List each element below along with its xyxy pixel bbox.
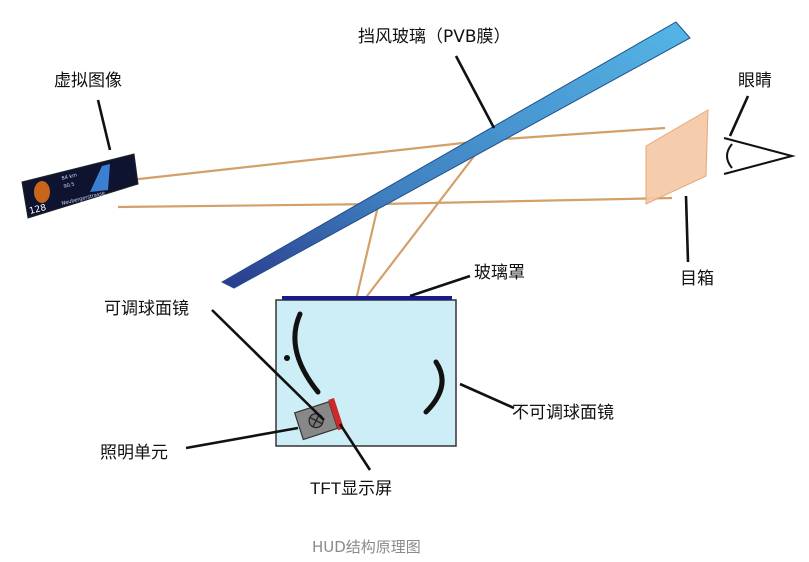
virtual-image-line1: 84 km bbox=[61, 172, 78, 182]
leader-fixed-mirror bbox=[459, 382, 515, 410]
fixed-mirror bbox=[423, 359, 445, 415]
label-windshield: 挡风玻璃（PVB膜） bbox=[358, 27, 511, 47]
label-virtual-image: 虚拟图像 bbox=[54, 71, 122, 91]
virtual-image: 128 84 km 90.5 Neubergerstrasse bbox=[21, 153, 139, 219]
tft-display-strip bbox=[328, 397, 344, 431]
adjustable-mirror bbox=[292, 311, 321, 395]
leader-tft bbox=[338, 423, 372, 471]
ray-down-right bbox=[363, 137, 489, 301]
virtual-image-gauge bbox=[34, 181, 50, 203]
leader-eyebox bbox=[684, 195, 690, 263]
leader-adjustable-mirror bbox=[211, 309, 325, 421]
leader-virtual-image bbox=[96, 99, 112, 151]
label-eye: 眼睛 bbox=[738, 71, 772, 91]
ray-down-left bbox=[354, 205, 380, 301]
eyebox-panel bbox=[645, 109, 709, 205]
label-tft-display: TFT显示屏 bbox=[310, 479, 392, 498]
leader-windshield bbox=[454, 55, 496, 129]
label-illumination-unit: 照明单元 bbox=[100, 443, 168, 463]
label-glass-cover: 玻璃罩 bbox=[474, 263, 525, 283]
virtual-image-road bbox=[90, 164, 110, 192]
eye-icon bbox=[723, 137, 796, 175]
figure-caption: HUD结构原理图 bbox=[312, 538, 421, 556]
virtual-image-line2: 90.5 bbox=[63, 181, 75, 190]
label-eyebox: 目箱 bbox=[680, 269, 714, 289]
label-fixed-mirror: 不可调球面镜 bbox=[512, 403, 614, 423]
leader-eye bbox=[728, 95, 750, 137]
leader-glass-cover bbox=[409, 274, 471, 298]
mirror-pivot-dot bbox=[284, 355, 290, 361]
leader-lines bbox=[96, 55, 750, 471]
label-adjustable-mirror: 可调球面镜 bbox=[104, 299, 189, 319]
virtual-image-speed: 128 bbox=[28, 203, 47, 217]
leader-illumination bbox=[185, 426, 299, 450]
illumination-unit bbox=[293, 397, 344, 441]
ray-top-virtual bbox=[129, 126, 666, 182]
windshield-glass bbox=[220, 21, 691, 289]
